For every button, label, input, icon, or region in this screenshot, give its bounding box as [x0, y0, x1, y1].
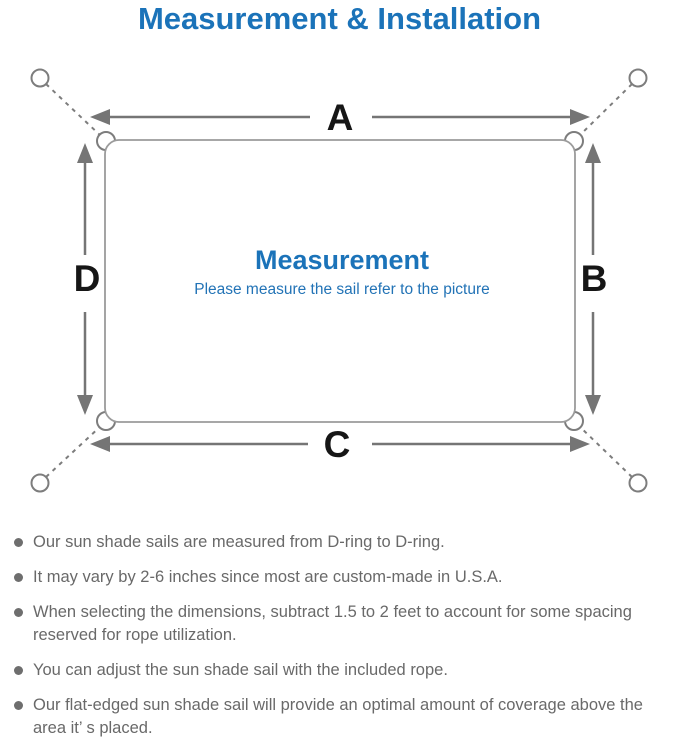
arrow-b-head-down: [585, 395, 601, 415]
arrow-c-head-right: [570, 436, 590, 452]
rope-line-bottom-left: [45, 424, 103, 478]
anchor-point-bottom-right: [628, 473, 648, 493]
anchor-point-bottom-left: [30, 473, 50, 493]
dimension-arrow-b: B: [581, 143, 608, 415]
diagram-center-subtitle: Please measure the sail refer to the pic…: [194, 281, 490, 298]
dimension-label-d: D: [74, 258, 101, 299]
list-item: Our flat-edged sun shade sail will provi…: [12, 694, 672, 740]
list-item: It may vary by 2-6 inches since most are…: [12, 566, 672, 589]
anchor-point-top-right: [628, 68, 648, 88]
note-text: Our sun shade sails are measured from D-…: [33, 533, 445, 551]
dimension-label-a: A: [327, 97, 354, 138]
arrow-a-head-left: [90, 109, 110, 125]
rope-line-top-left: [45, 83, 103, 138]
note-text: You can adjust the sun shade sail with t…: [33, 661, 448, 679]
measurement-diagram: A C D B Measurement Please meas: [0, 55, 679, 515]
notes-list: Our sun shade sails are measured from D-…: [12, 531, 672, 752]
sail-diagram-svg: A C D B Measurement Please meas: [30, 68, 648, 493]
dimension-label-b: B: [581, 258, 608, 299]
list-item: Our sun shade sails are measured from D-…: [12, 531, 672, 554]
page-title: Measurement & Installation: [137, 1, 542, 36]
bullet-icon: [14, 701, 23, 710]
rope-line-top-right: [577, 83, 633, 138]
dimension-arrow-d: D: [74, 143, 101, 415]
bullet-icon: [14, 666, 23, 675]
list-item: You can adjust the sun shade sail with t…: [12, 659, 672, 682]
diagram-center-title: Measurement: [255, 245, 429, 275]
arrow-d-head-down: [77, 395, 93, 415]
arrow-b-head-up: [585, 143, 601, 163]
bullet-icon: [14, 538, 23, 547]
note-text: Our flat-edged sun shade sail will provi…: [33, 696, 643, 737]
note-text: It may vary by 2-6 inches since most are…: [33, 568, 503, 586]
shade-sail-outline: [104, 139, 576, 423]
anchor-point-top-left: [30, 68, 50, 88]
dimension-arrow-c: C: [90, 424, 590, 465]
dimension-label-c: C: [324, 424, 351, 465]
arrow-a-head-right: [570, 109, 590, 125]
arrow-c-head-left: [90, 436, 110, 452]
list-item: When selecting the dimensions, subtract …: [12, 601, 672, 647]
note-text: When selecting the dimensions, subtract …: [33, 603, 632, 644]
bullet-icon: [14, 608, 23, 617]
bullet-icon: [14, 573, 23, 582]
arrow-d-head-up: [77, 143, 93, 163]
dimension-arrow-a: A: [90, 97, 590, 138]
rope-line-bottom-right: [577, 424, 633, 478]
